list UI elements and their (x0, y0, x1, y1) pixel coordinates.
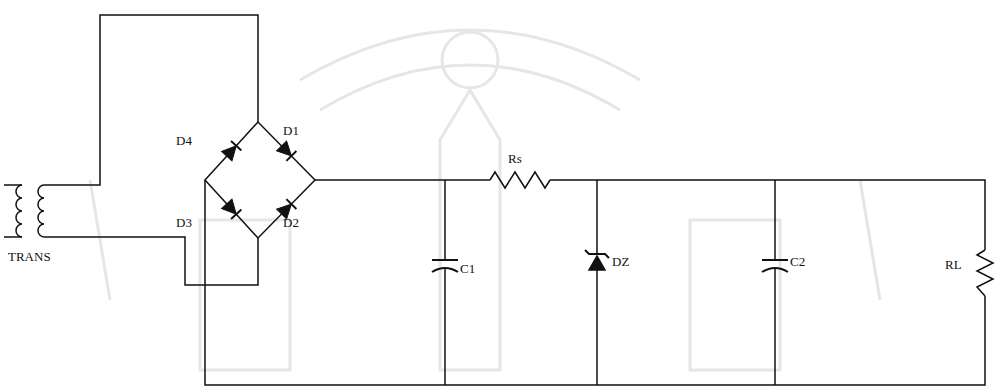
component-label: D4 (176, 134, 192, 147)
capacitor-symbol (762, 180, 788, 385)
bridge-rectifier (205, 122, 315, 238)
wire (205, 180, 985, 385)
wire (44, 15, 258, 185)
component-label: RL (945, 258, 962, 271)
component-label: DZ (612, 255, 629, 268)
transformer-symbol (4, 185, 44, 237)
wire (315, 179, 490, 181)
component-label: C1 (460, 262, 475, 275)
wire (550, 180, 985, 250)
component-label: D1 (283, 124, 299, 137)
component-label: D2 (283, 216, 299, 229)
zener-diode-symbol (585, 180, 609, 385)
resistor-symbol (977, 250, 993, 296)
component-label: TRANS (8, 250, 51, 263)
diode-symbols (222, 141, 297, 219)
component-label: D3 (176, 216, 192, 229)
component-label: C2 (790, 255, 805, 268)
watermark (90, 30, 880, 370)
component-label: Rs (508, 152, 522, 165)
resistor-symbol (490, 172, 550, 188)
capacitor-symbol (432, 180, 458, 385)
wire (44, 237, 258, 285)
